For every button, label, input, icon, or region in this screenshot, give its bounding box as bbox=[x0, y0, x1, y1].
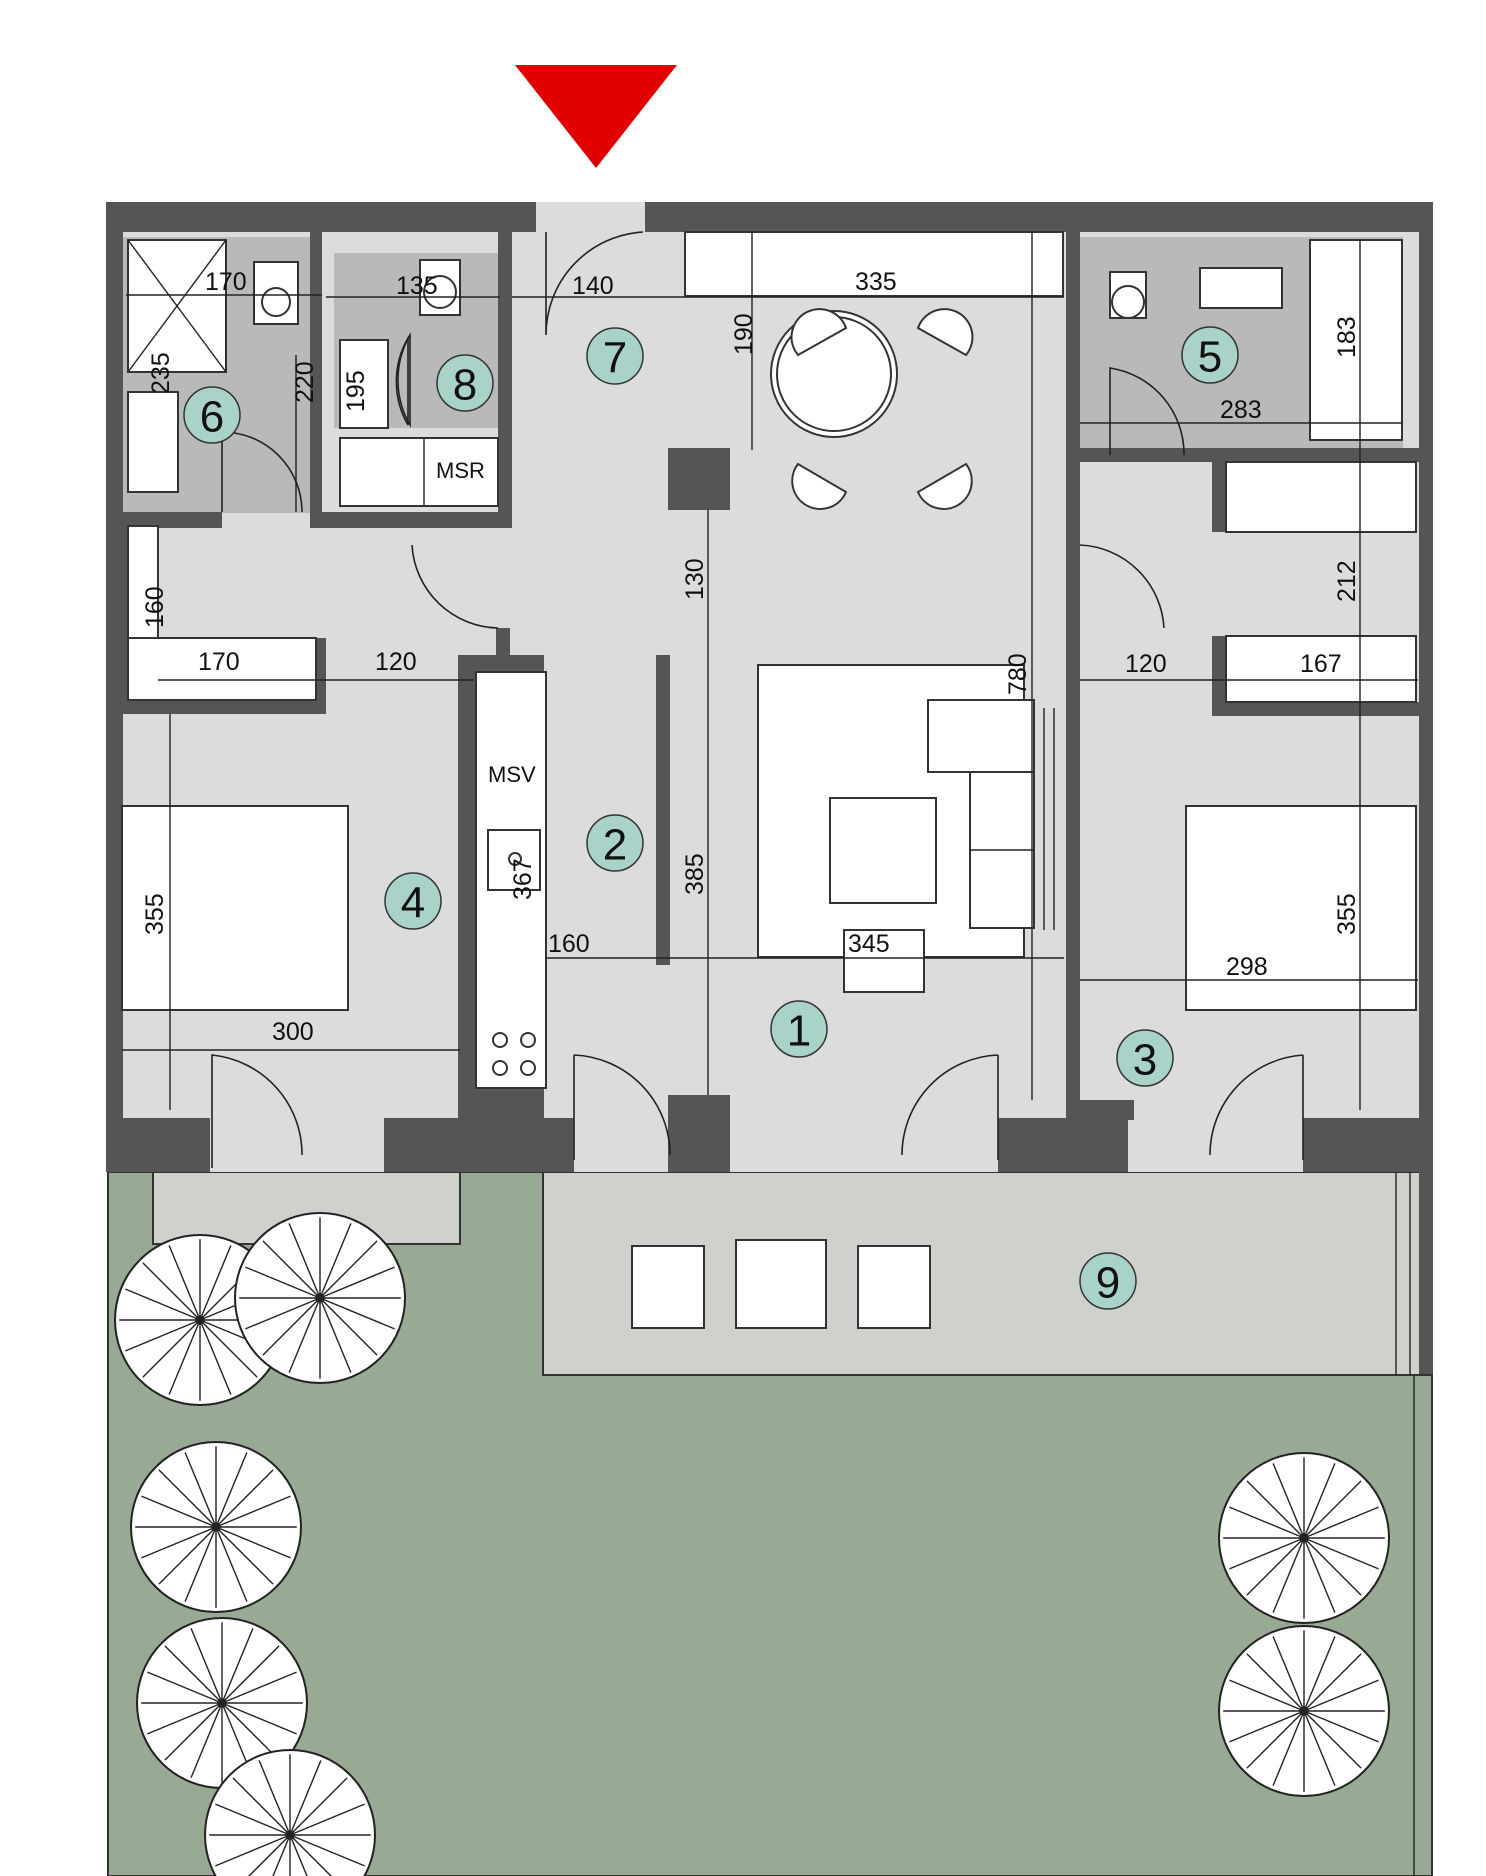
terrace-furniture bbox=[631, 1239, 931, 1329]
dim-label: 298 bbox=[1226, 953, 1268, 981]
dim-label: 120 bbox=[375, 648, 417, 676]
living-room-furniture bbox=[757, 664, 1055, 993]
bathroom-8-fixtures bbox=[339, 259, 499, 507]
dim-label: 170 bbox=[198, 648, 240, 676]
room-badge-3: 3 bbox=[1116, 1029, 1174, 1087]
bed-room-3 bbox=[1185, 805, 1417, 1011]
interior-doors bbox=[211, 544, 1304, 1168]
dining-table bbox=[770, 308, 974, 510]
svg-text:7: 7 bbox=[603, 334, 627, 383]
dim-label: 167 bbox=[1300, 650, 1342, 678]
dim-label: 160 bbox=[548, 930, 590, 958]
dim-label: 367 bbox=[509, 858, 537, 900]
entrance-door[interactable] bbox=[545, 231, 644, 336]
room-badge-4: 4 bbox=[384, 872, 442, 930]
dim-label: 385 bbox=[681, 853, 709, 895]
room-badge-9: 9 bbox=[1079, 1252, 1137, 1310]
room-badge-8: 8 bbox=[436, 354, 494, 412]
wardrobe-top-left bbox=[127, 525, 159, 639]
dim-label: 170 bbox=[205, 268, 247, 296]
msv-label: MSV bbox=[488, 762, 536, 787]
svg-text:5: 5 bbox=[1198, 333, 1222, 382]
dim-label: 780 bbox=[1004, 653, 1032, 695]
room-badge-6: 6 bbox=[183, 386, 241, 444]
room-badge-2: 2 bbox=[586, 814, 644, 872]
room-badge-7: 7 bbox=[586, 327, 644, 385]
tree-icon bbox=[234, 1212, 406, 1384]
dim-label: 195 bbox=[342, 370, 370, 412]
dim-label: 355 bbox=[141, 893, 169, 935]
svg-text:8: 8 bbox=[453, 361, 477, 410]
room-badge-1: 1 bbox=[770, 1000, 828, 1058]
room-badge-5: 5 bbox=[1181, 326, 1239, 384]
dim-label: 135 bbox=[396, 272, 438, 300]
wardrobe-top-right bbox=[684, 231, 1064, 297]
tree-icon bbox=[136, 1617, 308, 1789]
dim-label: 220 bbox=[291, 361, 319, 403]
wardrobe-hall-left bbox=[127, 637, 317, 701]
dim-label: 235 bbox=[147, 352, 175, 394]
kitchen-counter bbox=[475, 671, 547, 1089]
entrance-arrow-icon bbox=[515, 65, 677, 168]
dim-label: 355 bbox=[1333, 893, 1361, 935]
room-badges: 1 2 3 4 5 6 7 8 9 bbox=[183, 326, 1239, 1310]
msr-label: MSR bbox=[436, 458, 485, 483]
trees bbox=[114, 1212, 1390, 1876]
svg-text:6: 6 bbox=[200, 393, 224, 442]
dimension-lines bbox=[122, 232, 1418, 1110]
dim-label: 345 bbox=[848, 930, 890, 958]
tree-icon bbox=[204, 1749, 376, 1876]
svg-text:9: 9 bbox=[1096, 1259, 1120, 1308]
wardrobe-hall-right bbox=[1225, 635, 1417, 703]
bed-room-4 bbox=[121, 805, 349, 1011]
dim-label: 120 bbox=[1125, 650, 1167, 678]
dim-label: 300 bbox=[272, 1018, 314, 1046]
tree-icon bbox=[1218, 1452, 1390, 1624]
dim-label: 140 bbox=[572, 272, 614, 300]
bathroom-6-fixtures bbox=[127, 239, 303, 513]
svg-text:3: 3 bbox=[1133, 1036, 1157, 1085]
tree-icon bbox=[130, 1441, 302, 1613]
dim-label: 183 bbox=[1333, 316, 1361, 358]
dim-label: 160 bbox=[141, 586, 169, 628]
dim-label: 190 bbox=[730, 313, 758, 355]
tree-icon bbox=[1218, 1625, 1390, 1797]
dim-label: 212 bbox=[1333, 560, 1361, 602]
dimension-labels: 170 235 220 135 195 140 335 190 283 183 … bbox=[141, 268, 1361, 1046]
wardrobe-bedroom-right bbox=[1225, 461, 1417, 533]
dim-label: 283 bbox=[1220, 396, 1262, 424]
svg-text:1: 1 bbox=[787, 1007, 811, 1056]
bathroom-5-fixtures bbox=[1109, 239, 1403, 456]
svg-text:4: 4 bbox=[401, 879, 425, 928]
dim-label: 130 bbox=[681, 558, 709, 600]
svg-text:2: 2 bbox=[603, 821, 627, 870]
dim-label: 335 bbox=[855, 268, 897, 296]
